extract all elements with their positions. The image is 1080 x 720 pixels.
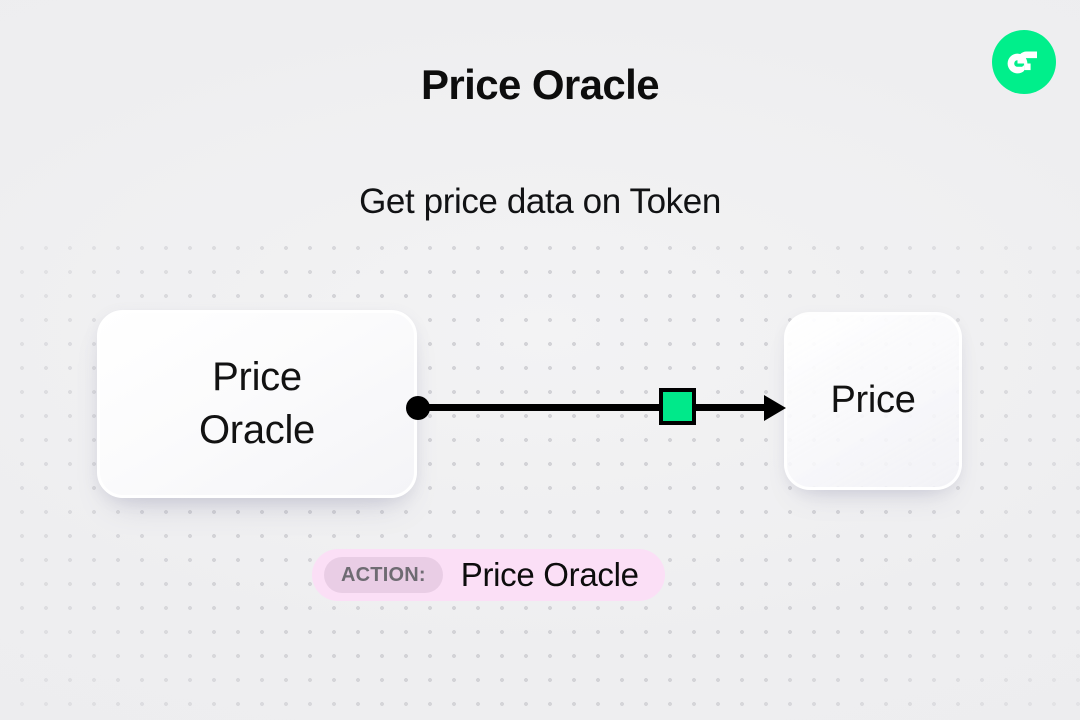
page-title: Price Oracle [421, 61, 660, 108]
action-badge-name: Price Oracle [460, 556, 639, 593]
page-subtitle: Get price data on Token [359, 182, 721, 221]
node-price-label: Price [830, 379, 916, 422]
connector-green-chip-icon [659, 388, 696, 425]
connector-arrow-icon [764, 395, 786, 421]
node-price[interactable]: Price [784, 312, 962, 490]
node-price-oracle[interactable]: Price Oracle [97, 310, 417, 498]
node-price-oracle-label: Price Oracle [198, 355, 315, 452]
connector-price-oracle-to-price [400, 380, 800, 436]
action-badge[interactable]: ACTION: Price Oracle [312, 549, 665, 601]
action-badge-chip: ACTION: [324, 557, 443, 593]
connector-line [416, 404, 778, 411]
flow-logo-icon [992, 30, 1056, 94]
